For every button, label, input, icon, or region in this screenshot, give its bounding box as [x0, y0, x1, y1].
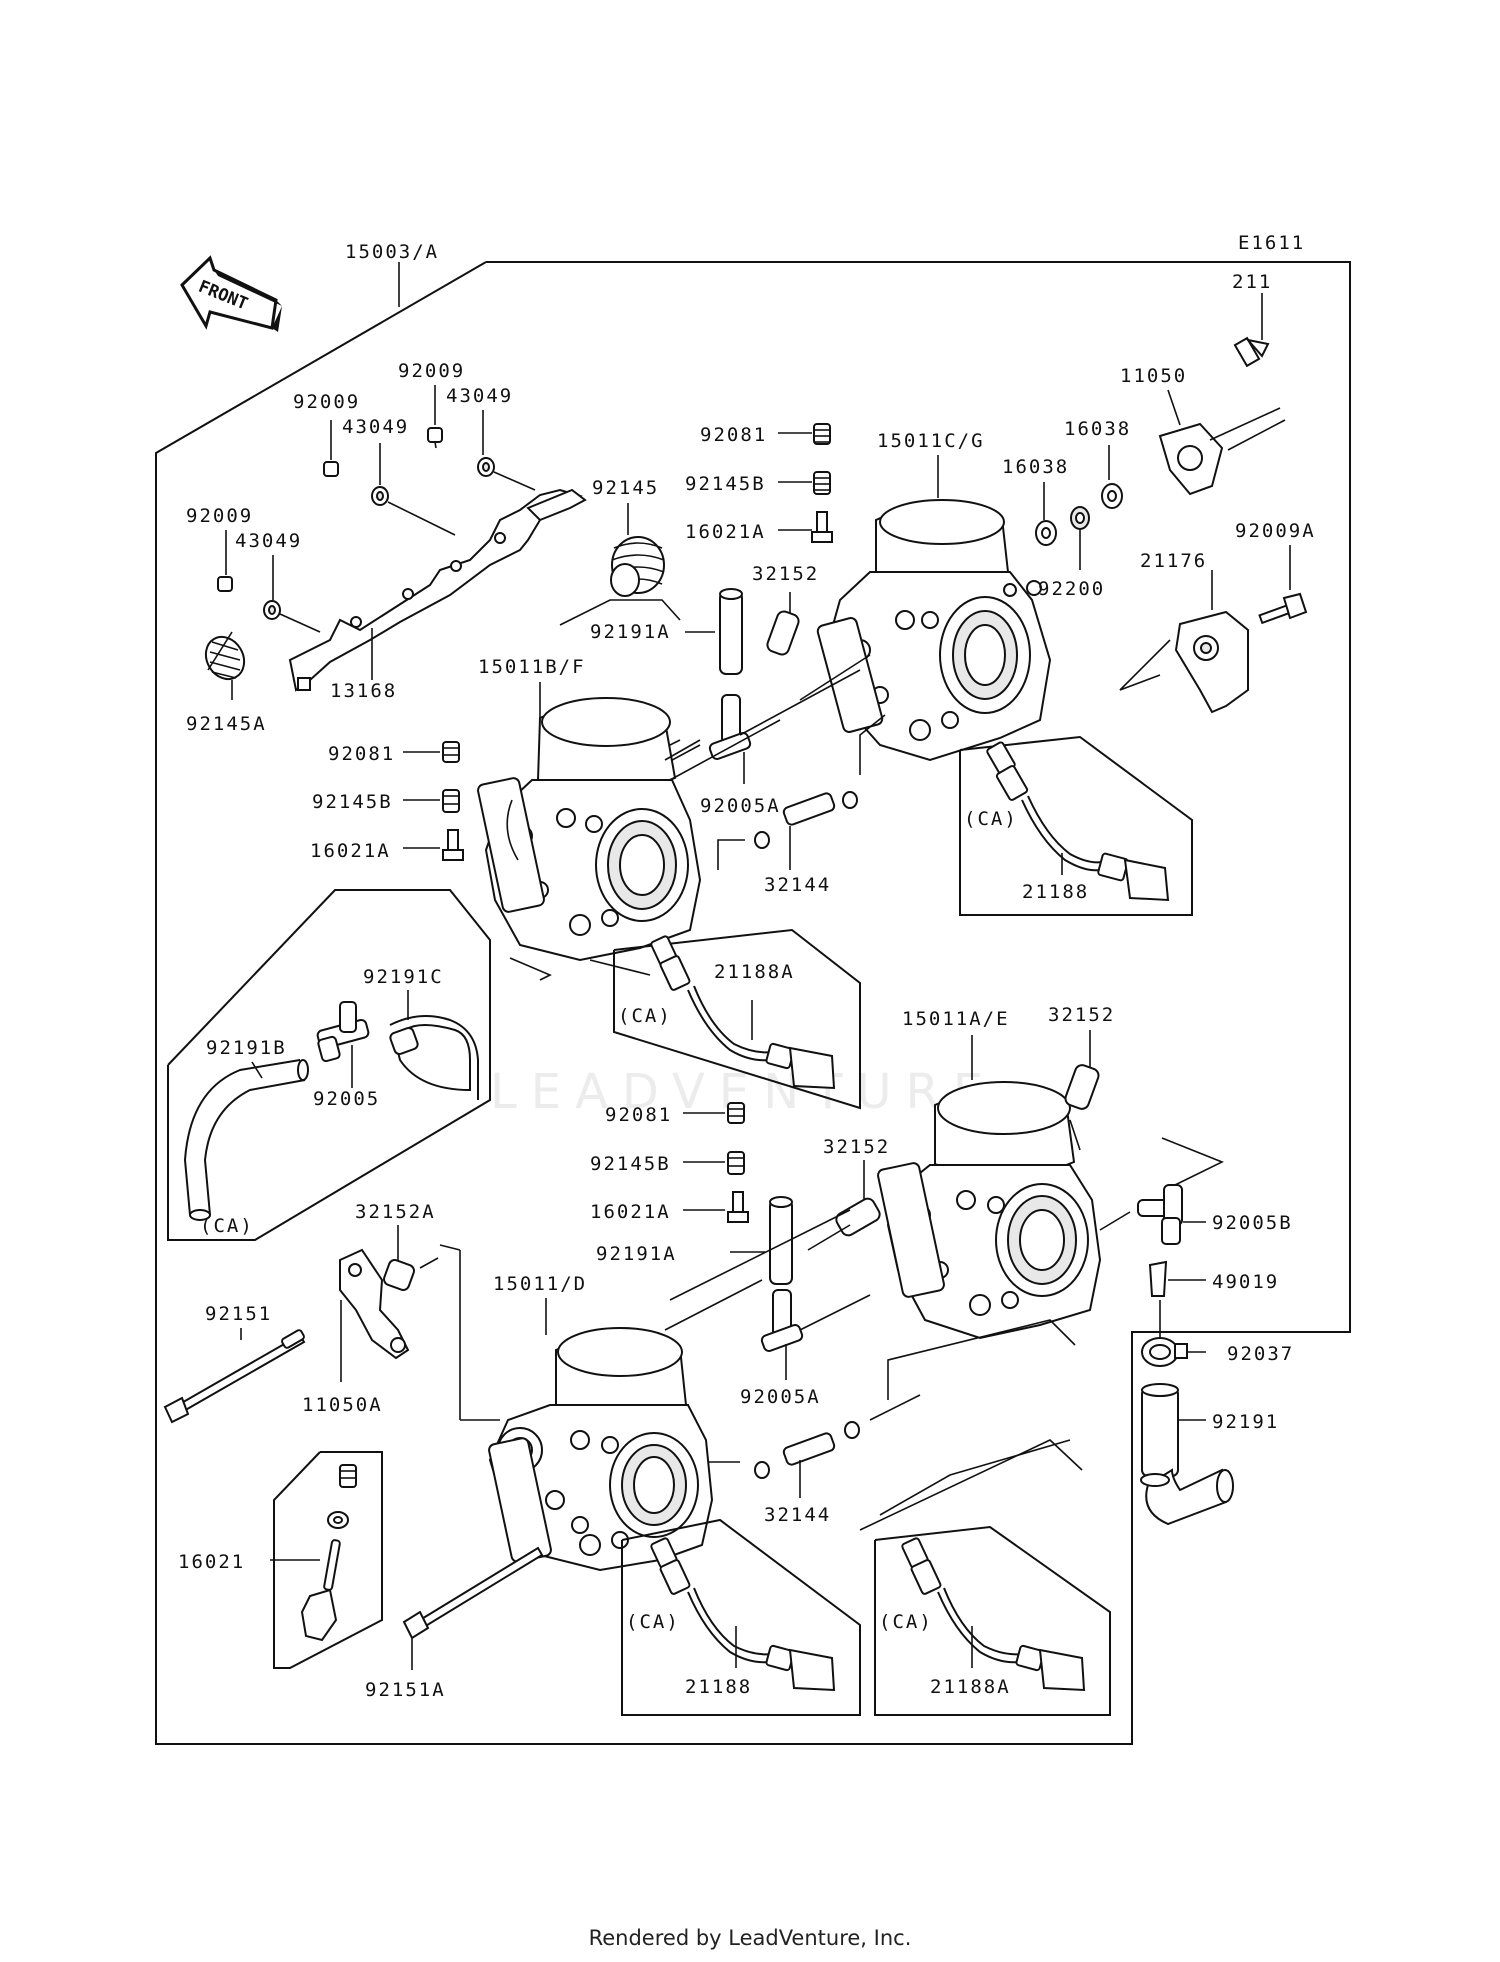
bracket-13168-group — [204, 385, 587, 700]
label-92081-c: 92081 — [605, 1104, 672, 1126]
throttle-sensor-group — [1035, 293, 1308, 714]
label-21176: 21176 — [1140, 550, 1207, 572]
label-92081-a: 92081 — [700, 424, 767, 446]
label-92145b-c: 92145B — [590, 1153, 671, 1175]
ca-box-21188-top: (CA) — [959, 735, 1193, 916]
label-49019: 49019 — [1212, 1271, 1279, 1293]
shaft-lever-group — [163, 1225, 439, 1424]
label-92009-a: 92009 — [398, 360, 465, 382]
label-32144-b: 32144 — [764, 1504, 831, 1526]
label-92005b: 92005B — [1212, 1212, 1293, 1234]
label-21188-b: 21188 — [685, 1676, 752, 1698]
label-92191c: 92191C — [363, 966, 444, 988]
label-92145: 92145 — [592, 477, 659, 499]
label-92005: 92005 — [313, 1088, 380, 1110]
label-92151: 92151 — [205, 1303, 272, 1325]
box-16021 — [270, 1451, 383, 1669]
label-32152-b: 32152 — [1048, 1004, 1115, 1026]
carburetor-15011ae — [807, 1030, 1234, 1526]
label-92005a-b: 92005A — [740, 1386, 821, 1408]
label-92005a-a: 92005A — [700, 795, 781, 817]
label-21188-a: 21188 — [1022, 881, 1089, 903]
label-32152a: 32152A — [355, 1201, 436, 1223]
label-43049-a: 43049 — [446, 385, 513, 407]
label-92145a: 92145A — [186, 713, 267, 735]
part-labels: 15003/A 211 11050 16038 16038 92200 9200… — [178, 241, 1316, 1701]
carburetor-15011cg — [778, 423, 1052, 762]
label-92081-b: 92081 — [328, 743, 395, 765]
label-43049-b: 43049 — [342, 416, 409, 438]
linkage-parts-lower — [664, 1102, 1083, 1531]
svg-text:(CA): (CA) — [626, 1611, 680, 1633]
ca-box-21188-bottom: (CA) — [621, 1518, 861, 1716]
hose-box-92191bc: (CA) — [167, 889, 491, 1241]
front-arrow-icon: FRONT — [180, 255, 282, 332]
diagram-code: E1611 — [1238, 232, 1305, 254]
ca-box-21188a-bottom: (CA) — [874, 1439, 1111, 1716]
label-211: 211 — [1232, 271, 1272, 293]
label-92009-b: 92009 — [293, 391, 360, 413]
label-16021: 16021 — [178, 1551, 245, 1573]
label-16021a-a: 16021A — [685, 521, 766, 543]
svg-text:(CA): (CA) — [618, 1005, 672, 1027]
label-92009a: 92009A — [1235, 520, 1316, 542]
label-32144-a: 32144 — [764, 874, 831, 896]
ca-box-21188a-mid: (CA) — [613, 928, 861, 1110]
label-11050a: 11050A — [302, 1394, 383, 1416]
svg-text:(CA): (CA) — [200, 1215, 254, 1237]
label-92191a-a: 92191A — [590, 621, 671, 643]
label-15011cg: 15011C/G — [877, 430, 985, 452]
label-15011d: 15011/D — [493, 1273, 587, 1295]
svg-text:(CA): (CA) — [879, 1611, 933, 1633]
label-92145b-b: 92145B — [312, 791, 393, 813]
label-16038-a: 16038 — [1064, 418, 1131, 440]
ca-label: (CA) — [964, 808, 1018, 830]
label-16021a-b: 16021A — [310, 840, 391, 862]
label-16021a-c: 16021A — [590, 1201, 671, 1223]
label-21188a-a: 21188A — [714, 961, 795, 983]
label-92191: 92191 — [1212, 1411, 1279, 1433]
carburetor-15011d — [402, 1244, 714, 1670]
label-92145b-a: 92145B — [685, 473, 766, 495]
label-32152-c: 32152 — [823, 1136, 890, 1158]
label-15011ae: 15011A/E — [902, 1008, 1010, 1030]
label-15003a: 15003/A — [345, 241, 439, 263]
label-92191b: 92191B — [206, 1037, 287, 1059]
label-13168: 13168 — [330, 680, 397, 702]
label-92191a-b: 92191A — [596, 1243, 677, 1265]
label-92037: 92037 — [1227, 1343, 1294, 1365]
carburetor-15011bf — [403, 682, 781, 981]
footer-credit: Rendered by LeadVenture, Inc. — [588, 1926, 912, 1950]
assembly-outline — [155, 261, 1351, 1745]
label-32152-a: 32152 — [752, 563, 819, 585]
label-92200: 92200 — [1038, 578, 1105, 600]
label-43049-c: 43049 — [235, 530, 302, 552]
linkage-parts-top — [559, 503, 886, 870]
label-16038-b: 16038 — [1002, 456, 1069, 478]
label-21188a-b: 21188A — [930, 1676, 1011, 1698]
label-92151a: 92151A — [365, 1679, 446, 1701]
label-11050: 11050 — [1120, 365, 1187, 387]
label-15011bf: 15011B/F — [478, 656, 586, 678]
label-92009-c: 92009 — [186, 505, 253, 527]
